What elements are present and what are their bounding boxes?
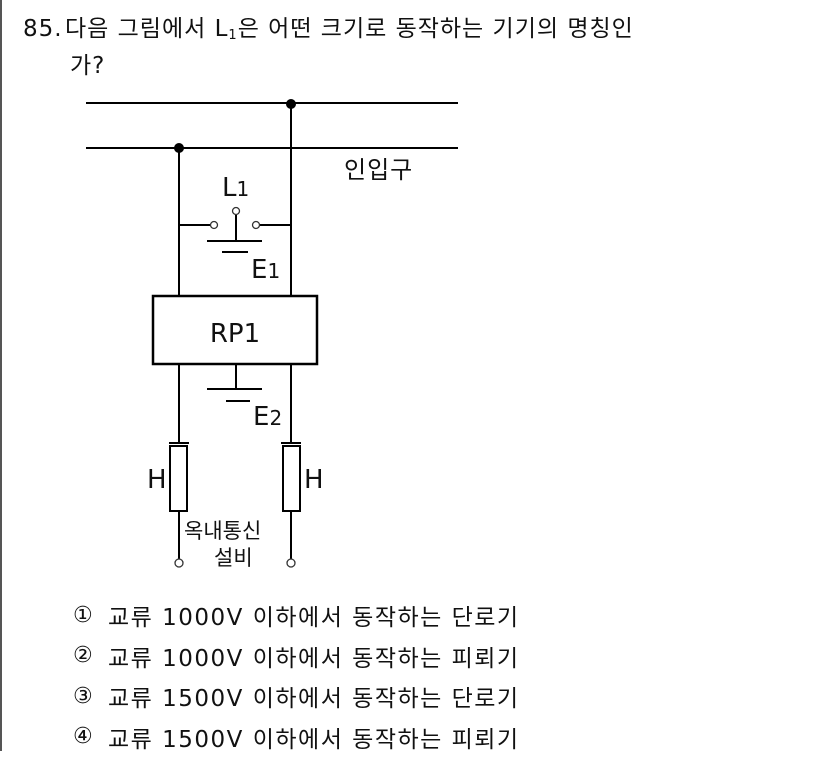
terminal-left bbox=[175, 559, 183, 567]
junction-dot-bottom bbox=[174, 143, 184, 153]
label-l1: L1 bbox=[222, 173, 249, 203]
choice-1[interactable]: ① 교류 1000V 이하에서 동작하는 단로기 bbox=[73, 595, 520, 636]
l1-contact-right bbox=[253, 222, 260, 229]
label-e2: E2 bbox=[253, 402, 282, 432]
label-h-left: H bbox=[147, 465, 167, 495]
label-indoor-line1: 옥내통신 bbox=[184, 519, 261, 543]
label-e1: E1 bbox=[251, 255, 280, 285]
l1-contact-left bbox=[211, 222, 218, 229]
choice-3-mark: ③ bbox=[73, 684, 108, 709]
l1-contact-top bbox=[233, 208, 240, 215]
label-h-right: H bbox=[304, 465, 324, 495]
choice-3-text: 교류 1500V 이하에서 동작하는 단로기 bbox=[108, 679, 520, 713]
choice-3[interactable]: ③ 교류 1500V 이하에서 동작하는 단로기 bbox=[73, 676, 520, 717]
answer-choices: ① 교류 1000V 이하에서 동작하는 단로기 ② 교류 1000V 이하에서… bbox=[73, 595, 520, 757]
label-rp1: RP1 bbox=[210, 319, 260, 349]
terminal-right bbox=[287, 559, 295, 567]
label-indoor-line2: 설비 bbox=[214, 546, 253, 570]
junction-dot-top bbox=[286, 99, 296, 109]
choice-1-mark: ① bbox=[73, 603, 108, 628]
choice-1-text: 교류 1000V 이하에서 동작하는 단로기 bbox=[108, 598, 520, 632]
choice-2[interactable]: ② 교류 1000V 이하에서 동작하는 피뢰기 bbox=[73, 636, 520, 677]
h-left-resistor bbox=[170, 446, 187, 511]
circuit-diagram: 인입구 L1 E1 RP1 E2 H H 옥내통신 설비 bbox=[0, 0, 826, 600]
choice-4-mark: ④ bbox=[73, 724, 108, 749]
choice-4-text: 교류 1500V 이하에서 동작하는 피뢰기 bbox=[108, 720, 520, 754]
choice-2-mark: ② bbox=[73, 643, 108, 668]
label-inlet: 인입구 bbox=[344, 156, 413, 184]
choice-2-text: 교류 1000V 이하에서 동작하는 피뢰기 bbox=[108, 639, 520, 673]
h-right-resistor bbox=[283, 446, 300, 511]
